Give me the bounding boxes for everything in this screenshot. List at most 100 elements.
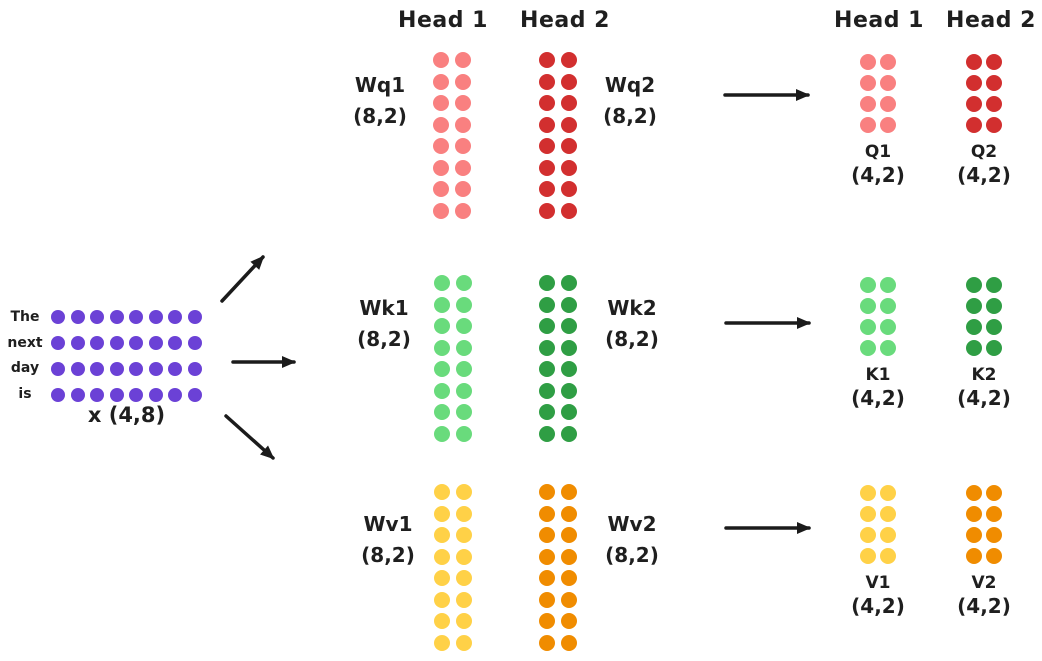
q1-name: Q1 xyxy=(864,142,892,162)
matrix-dot xyxy=(433,116,449,133)
v2-matrix-dots xyxy=(966,485,1002,564)
matrix-dot xyxy=(561,382,577,399)
matrix-dot xyxy=(456,634,472,651)
matrix-dot xyxy=(539,73,555,90)
matrix-dot xyxy=(561,202,577,219)
matrix-dot xyxy=(986,117,1002,133)
matrix-dot xyxy=(51,336,65,350)
matrix-dot xyxy=(455,202,471,219)
matrix-dot xyxy=(966,340,982,356)
matrix-dot xyxy=(168,388,182,402)
matrix-dot xyxy=(90,388,104,402)
matrix-dot xyxy=(986,298,1002,314)
matrix-dot xyxy=(561,404,577,420)
q1-label: Q1 (4,2) xyxy=(838,141,918,187)
q2-shape: (4,2) xyxy=(957,163,1011,187)
matrix-dot xyxy=(539,181,555,197)
matrix-dot xyxy=(455,138,471,154)
matrix-dot xyxy=(109,336,124,350)
matrix-dot xyxy=(539,634,555,651)
k2-shape: (4,2) xyxy=(957,386,1011,410)
matrix-dot xyxy=(539,425,555,442)
q2-matrix-dots xyxy=(966,54,1002,133)
matrix-dot xyxy=(433,138,449,154)
matrix-dot xyxy=(148,336,163,350)
q2-name: Q2 xyxy=(970,142,998,162)
matrix-dot xyxy=(966,96,982,112)
k2-label: K2 (4,2) xyxy=(944,364,1024,410)
matrix-dot xyxy=(561,73,577,90)
matrix-dot xyxy=(986,96,1002,112)
matrix-dot xyxy=(434,548,450,565)
outputs-head1-label: Head 1 xyxy=(834,8,924,33)
matrix-dot xyxy=(456,527,472,543)
matrix-dot xyxy=(434,339,450,356)
matrix-dot xyxy=(539,484,555,500)
matrix-dot xyxy=(860,117,876,133)
k1-shape: (4,2) xyxy=(851,386,905,410)
matrix-dot xyxy=(561,505,577,522)
k2-name: K2 xyxy=(971,365,997,385)
matrix-dot xyxy=(539,361,555,377)
matrix-dot xyxy=(456,296,472,313)
matrix-dot xyxy=(456,382,472,399)
wv2-name: Wv2 xyxy=(607,512,657,536)
wk1-label: Wk1 (8,2) xyxy=(344,293,424,355)
matrix-dot xyxy=(51,362,65,376)
matrix-dot xyxy=(539,202,555,219)
matrix-dot xyxy=(455,116,471,133)
matrix-dot xyxy=(539,116,555,133)
matrix-dot xyxy=(539,318,555,334)
matrix-dot xyxy=(966,485,982,501)
q1-shape: (4,2) xyxy=(851,163,905,187)
k1-label: K1 (4,2) xyxy=(838,364,918,410)
matrix-dot xyxy=(539,613,555,629)
matrix-dot xyxy=(880,548,896,564)
matrix-dot xyxy=(561,613,577,629)
matrix-dot xyxy=(880,527,896,543)
matrix-dot xyxy=(539,275,555,291)
matrix-dot xyxy=(90,362,104,376)
matrix-dot xyxy=(129,388,143,402)
matrix-dot xyxy=(966,54,982,70)
matrix-dot xyxy=(434,484,450,500)
matrix-dot xyxy=(456,484,472,500)
matrix-dot xyxy=(539,527,555,543)
matrix-dot xyxy=(539,339,555,356)
matrix-dot xyxy=(433,73,449,90)
matrix-dot xyxy=(561,275,577,291)
matrix-dot xyxy=(539,95,555,111)
matrix-dot xyxy=(455,159,471,176)
wv1-name: Wv1 xyxy=(363,512,413,536)
matrix-dot xyxy=(561,159,577,176)
matrix-dot xyxy=(51,388,65,402)
matrix-dot xyxy=(539,505,555,522)
input-token: The xyxy=(10,308,40,325)
matrix-dot xyxy=(880,75,896,91)
matrix-dot xyxy=(986,340,1002,356)
wv1-shape: (8,2) xyxy=(361,543,415,567)
wk1-matrix-dots xyxy=(434,275,472,442)
matrix-dot xyxy=(880,54,896,70)
matrix-dot xyxy=(109,388,124,402)
matrix-dot xyxy=(434,570,450,586)
matrix-dot xyxy=(561,138,577,154)
matrix-dot xyxy=(561,527,577,543)
q2-label: Q2 (4,2) xyxy=(944,141,1024,187)
matrix-dot xyxy=(860,548,876,564)
matrix-dot xyxy=(433,95,449,111)
matrix-dot xyxy=(986,527,1002,543)
matrix-dot xyxy=(433,159,449,176)
wk2-name: Wk2 xyxy=(607,296,657,320)
v2-shape: (4,2) xyxy=(957,594,1011,618)
matrix-dot xyxy=(70,310,85,324)
matrix-dot xyxy=(187,336,202,350)
wv1-label: Wv1 (8,2) xyxy=(348,509,428,571)
matrix-dot xyxy=(455,73,471,90)
matrix-dot xyxy=(860,298,876,314)
matrix-dot xyxy=(455,181,471,197)
matrix-dot xyxy=(986,319,1002,335)
matrix-dot xyxy=(880,96,896,112)
matrix-dot xyxy=(880,298,896,314)
matrix-dot xyxy=(129,336,143,350)
